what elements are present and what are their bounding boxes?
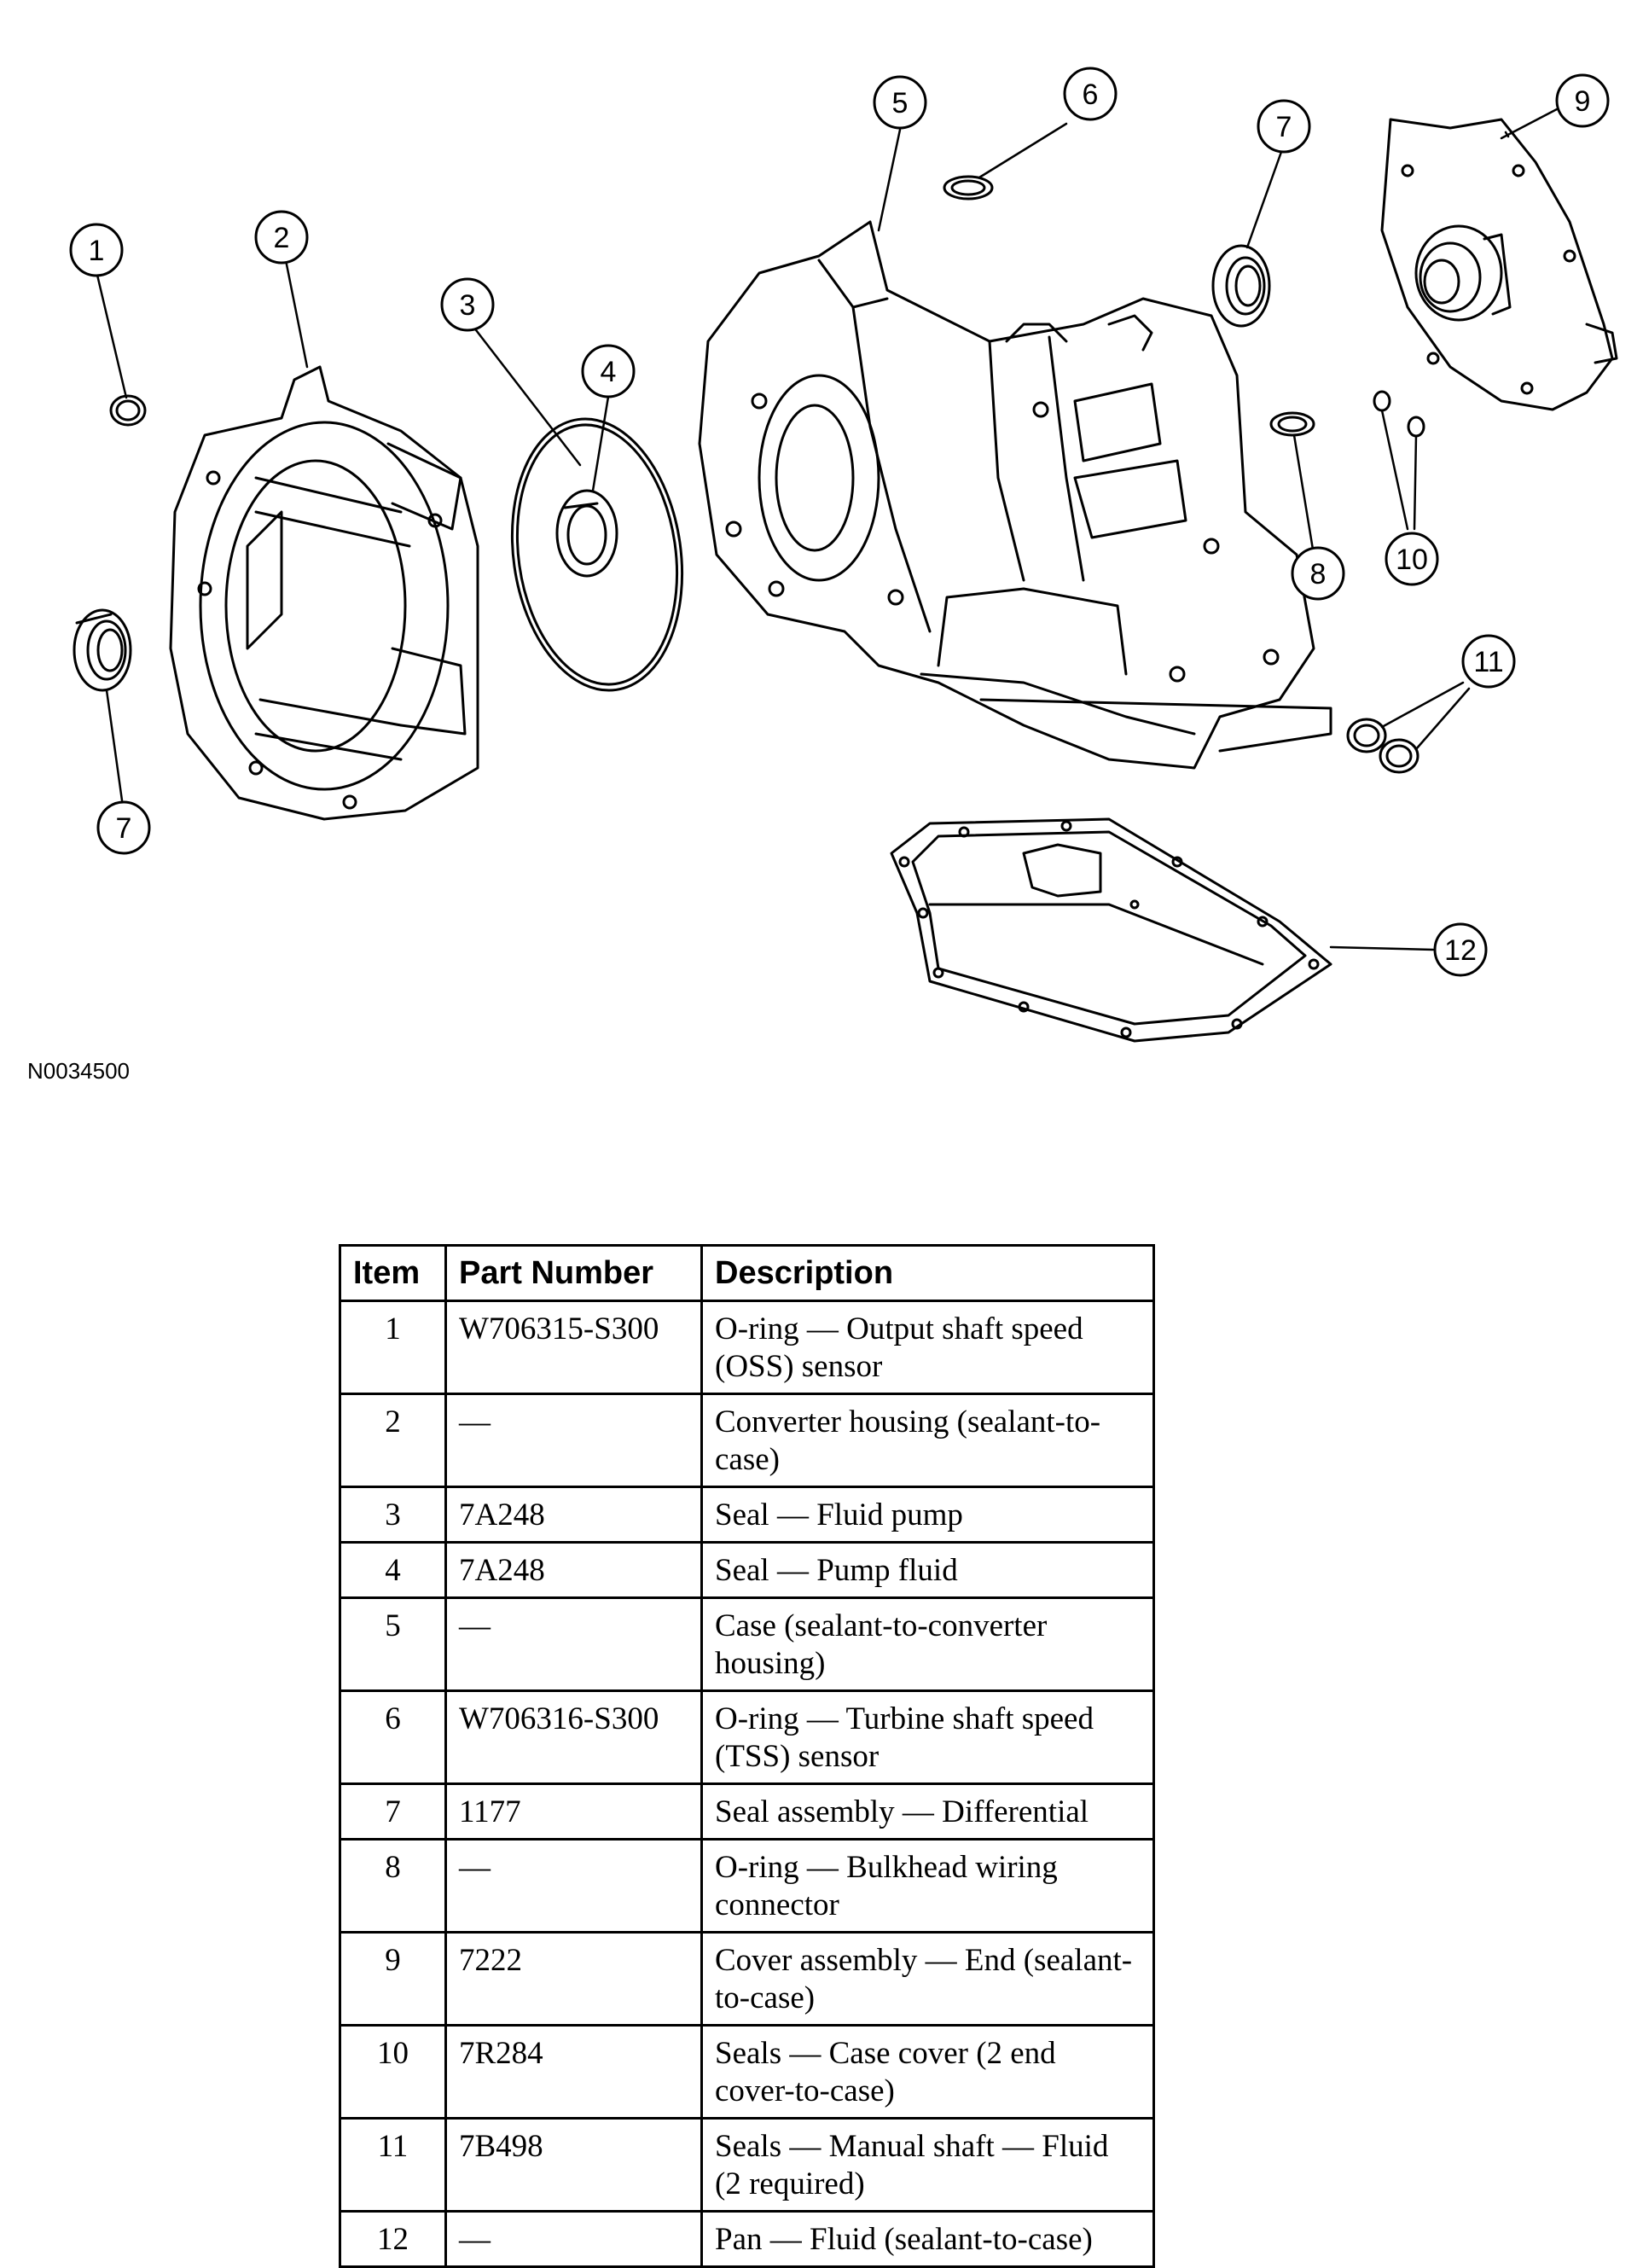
part-number-cell: W706315-S300	[444, 1300, 703, 1395]
part-4-pump-seal	[555, 489, 618, 578]
callout-label: 7	[116, 812, 132, 845]
description-cell: Case (sealant-to-converter housing)	[700, 1596, 1155, 1692]
table-row: 4 7A248 Seal — Pump fluid	[339, 1541, 1155, 1599]
callout-label: 4	[601, 356, 617, 388]
description-cell: Seals — Manual shaft — Fluid (2 required…	[700, 2117, 1155, 2213]
table-row: 10 7R284 Seals — Case cover (2 end cover…	[339, 2024, 1155, 2120]
callout-label: 9	[1575, 85, 1591, 118]
callout-10: 10	[1385, 532, 1439, 586]
table-row: 1 W706315-S300 O-ring — Output shaft spe…	[339, 1300, 1155, 1395]
table-row: 7 1177 Seal assembly — Differential	[339, 1782, 1155, 1841]
part-number-cell: —	[444, 2210, 703, 2268]
callout-1: 1	[69, 223, 124, 277]
description-cell: Cover assembly — End (sealant-to-case)	[700, 1931, 1155, 2027]
description-cell: O-ring — Bulkhead wiring connector	[700, 1838, 1155, 1934]
description-cell: Seal assembly — Differential	[700, 1782, 1155, 1841]
callout-11: 11	[1461, 634, 1516, 689]
table-row: 9 7222 Cover assembly — End (sealant-to-…	[339, 1931, 1155, 2027]
leader-lines	[95, 108, 1559, 951]
callout-label: 2	[274, 222, 290, 254]
callout-label: 10	[1396, 544, 1428, 576]
item-cell: 5	[339, 1596, 447, 1692]
table-row: 12 — Pan — Fluid (sealant-to-case)	[339, 2210, 1155, 2268]
callout-label: 6	[1083, 79, 1099, 111]
callout-label: 5	[892, 87, 909, 119]
part-number-cell: 1177	[444, 1782, 703, 1841]
callout-5: 5	[873, 75, 927, 130]
part-11-manual-shaft-seals	[1346, 718, 1419, 774]
part-number-cell: —	[444, 1838, 703, 1934]
part-7-seal-right	[1211, 244, 1271, 328]
table-row: 11 7B498 Seals — Manual shaft — Fluid (2…	[339, 2117, 1155, 2213]
part-number-cell: —	[444, 1393, 703, 1488]
description-cell: O-ring — Output shaft speed (OSS) sensor	[700, 1300, 1155, 1395]
description-cell: Seal — Pump fluid	[700, 1541, 1155, 1599]
part-8-bulkhead-oring	[1269, 411, 1315, 437]
callout-label: 8	[1310, 558, 1327, 590]
item-cell: 2	[339, 1393, 447, 1488]
item-cell: 7	[339, 1782, 447, 1841]
item-cell: 3	[339, 1486, 447, 1544]
item-cell: 6	[339, 1689, 447, 1785]
callout-label: 11	[1473, 646, 1503, 678]
table-row: 3 7A248 Seal — Fluid pump	[339, 1486, 1155, 1544]
part-number-cell: 7A248	[444, 1541, 703, 1599]
figure-id: N0034500	[27, 1058, 130, 1084]
table-row: 5 — Case (sealant-to-converter housing)	[339, 1596, 1155, 1692]
part-9-end-cover	[1380, 118, 1618, 411]
part-5-case	[698, 220, 1332, 770]
parts-table: Item Part Number Description 1 W706315-S…	[339, 1244, 1155, 2268]
header-item: Item	[339, 1244, 447, 1302]
header-description: Description	[700, 1244, 1155, 1302]
part-2-converter-housing	[169, 365, 479, 821]
description-cell: Seal — Fluid pump	[700, 1486, 1155, 1544]
part-number-cell: 7B498	[444, 2117, 703, 2213]
callout-label: 12	[1444, 934, 1477, 967]
table-row: 2 — Converter housing (sealant-to-case)	[339, 1393, 1155, 1488]
callout-2: 2	[254, 210, 309, 265]
header-part-number: Part Number	[444, 1244, 703, 1302]
item-cell: 8	[339, 1838, 447, 1934]
part-6-tss-oring	[943, 175, 994, 201]
item-cell: 10	[339, 2024, 447, 2120]
callout-6: 6	[1063, 67, 1118, 121]
part-number-cell: W706316-S300	[444, 1689, 703, 1785]
description-cell: O-ring — Turbine shaft speed (TSS) senso…	[700, 1689, 1155, 1785]
item-cell: 1	[339, 1300, 447, 1395]
callout-8: 8	[1291, 546, 1345, 601]
item-cell: 9	[339, 1931, 447, 2027]
callout-4: 4	[581, 344, 636, 398]
part-number-cell: 7222	[444, 1931, 703, 2027]
exploded-view-diagram: 1 2 3 4 5 6 7 7 8 9 10 11	[69, 67, 1618, 1043]
item-cell: 11	[339, 2117, 447, 2213]
callout-7-left: 7	[96, 800, 151, 855]
description-cell: Seals — Case cover (2 end cover-to-case)	[700, 2024, 1155, 2120]
callout-3: 3	[440, 277, 495, 332]
callout-9: 9	[1555, 73, 1610, 128]
callout-label: 1	[89, 235, 105, 267]
table-row: 6 W706316-S300 O-ring — Turbine shaft sp…	[339, 1689, 1155, 1785]
description-cell: Pan — Fluid (sealant-to-case)	[700, 2210, 1155, 2268]
part-7-seal-left	[73, 608, 132, 692]
description-cell: Converter housing (sealant-to-case)	[700, 1393, 1155, 1488]
callout-12: 12	[1433, 922, 1488, 977]
part-number-cell: —	[444, 1596, 703, 1692]
callout-7-right: 7	[1257, 99, 1311, 154]
item-cell: 12	[339, 2210, 447, 2268]
table-row: 8 — O-ring — Bulkhead wiring connector	[339, 1838, 1155, 1934]
callout-label: 3	[460, 289, 476, 322]
callout-label: 7	[1276, 111, 1292, 143]
part-1-oring	[109, 394, 147, 427]
part-number-cell: 7A248	[444, 1486, 703, 1544]
item-cell: 4	[339, 1541, 447, 1599]
part-3-fluid-pump-seal	[510, 417, 684, 692]
part-12-fluid-pan	[890, 817, 1332, 1043]
table-header-row: Item Part Number Description	[339, 1244, 1155, 1302]
part-number-cell: 7R284	[444, 2024, 703, 2120]
